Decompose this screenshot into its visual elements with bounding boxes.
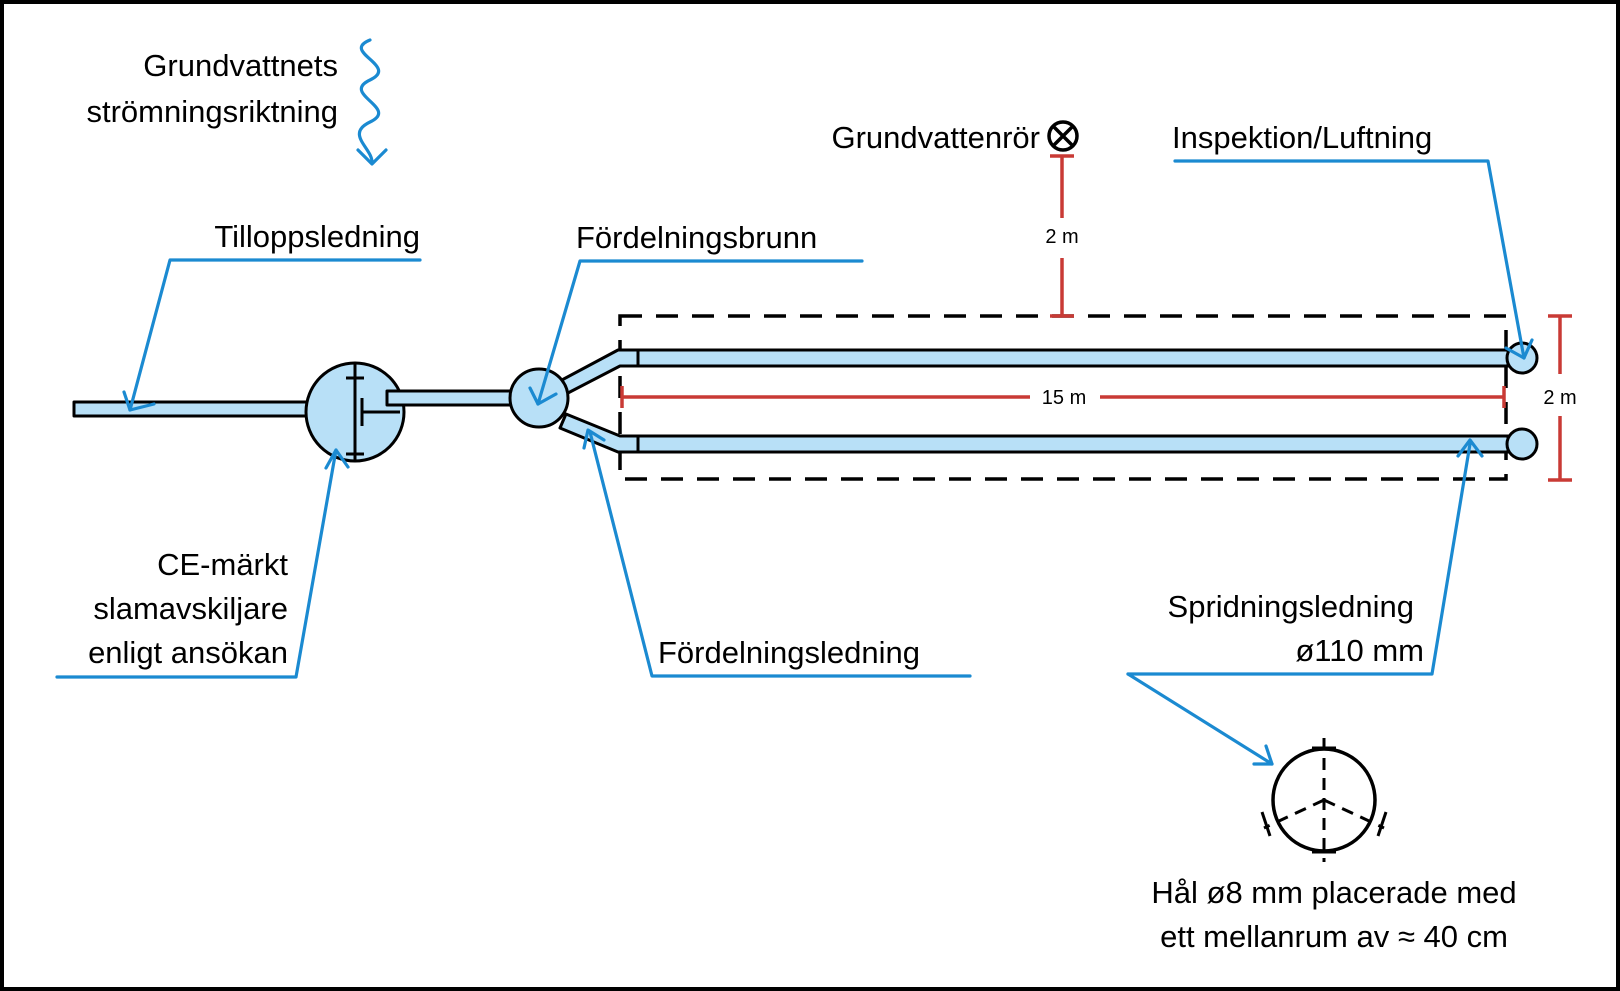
spreading-pipe-label-line2: ø110 mm: [1295, 633, 1424, 668]
dimension-label-length: 15 m: [1042, 387, 1086, 409]
pipe-cross-section: [1260, 738, 1388, 862]
inspection-label: Inspektion/Luftning: [1172, 120, 1432, 155]
cross-section-leader: [1126, 672, 1274, 766]
distribution-well-label: Fördelningsbrunn: [576, 220, 817, 255]
dimension-bed-length: 15 m: [620, 386, 1506, 409]
dimension-label-width: 2 m: [1543, 387, 1576, 409]
wavy-arrow-icon: [356, 38, 388, 166]
connection-pipe: [385, 389, 517, 407]
septic-label-line1: CE-märkt: [157, 547, 288, 582]
flow-label-line2: strömningsriktning: [86, 94, 338, 129]
septic-label-line3: enligt ansökan: [88, 635, 288, 670]
dimension-bed-width: 2 m: [1543, 314, 1577, 482]
holes-label-line1: Hål ø8 mm placerade med: [1151, 875, 1516, 910]
distribution-pipe-leader: [582, 428, 972, 678]
spreading-pipe-lower: [636, 434, 1510, 454]
inlet-leader: [122, 258, 422, 412]
inlet-pipe: [72, 400, 312, 418]
circled-x-icon: [1047, 120, 1079, 152]
inspection-well-lower: [1505, 427, 1539, 461]
spreading-pipe-upper: [636, 348, 1510, 368]
septic-tank: [304, 361, 406, 463]
holes-label-line2: ett mellanrum av ≈ 40 cm: [1160, 919, 1508, 954]
septic-leader: [55, 448, 350, 679]
groundwater-pipe-label: Grundvattenrör: [832, 120, 1041, 155]
inspection-leader: [1173, 159, 1534, 360]
inlet-label: Tilloppsledning: [214, 219, 420, 254]
septic-label-line2: slamavskiljare: [93, 591, 288, 626]
spreading-pipe-leader: [1126, 438, 1484, 676]
distribution-pipe-label: Fördelningsledning: [658, 635, 920, 670]
dimension-groundwater-distance: 2 m: [1045, 154, 1079, 318]
dimension-label-groundwater: 2 m: [1045, 226, 1078, 248]
distribution-well-leader: [528, 259, 864, 406]
flow-label-line1: Grundvattnets: [143, 48, 338, 83]
spreading-pipe-label-line1: Spridningsledning: [1168, 589, 1414, 624]
